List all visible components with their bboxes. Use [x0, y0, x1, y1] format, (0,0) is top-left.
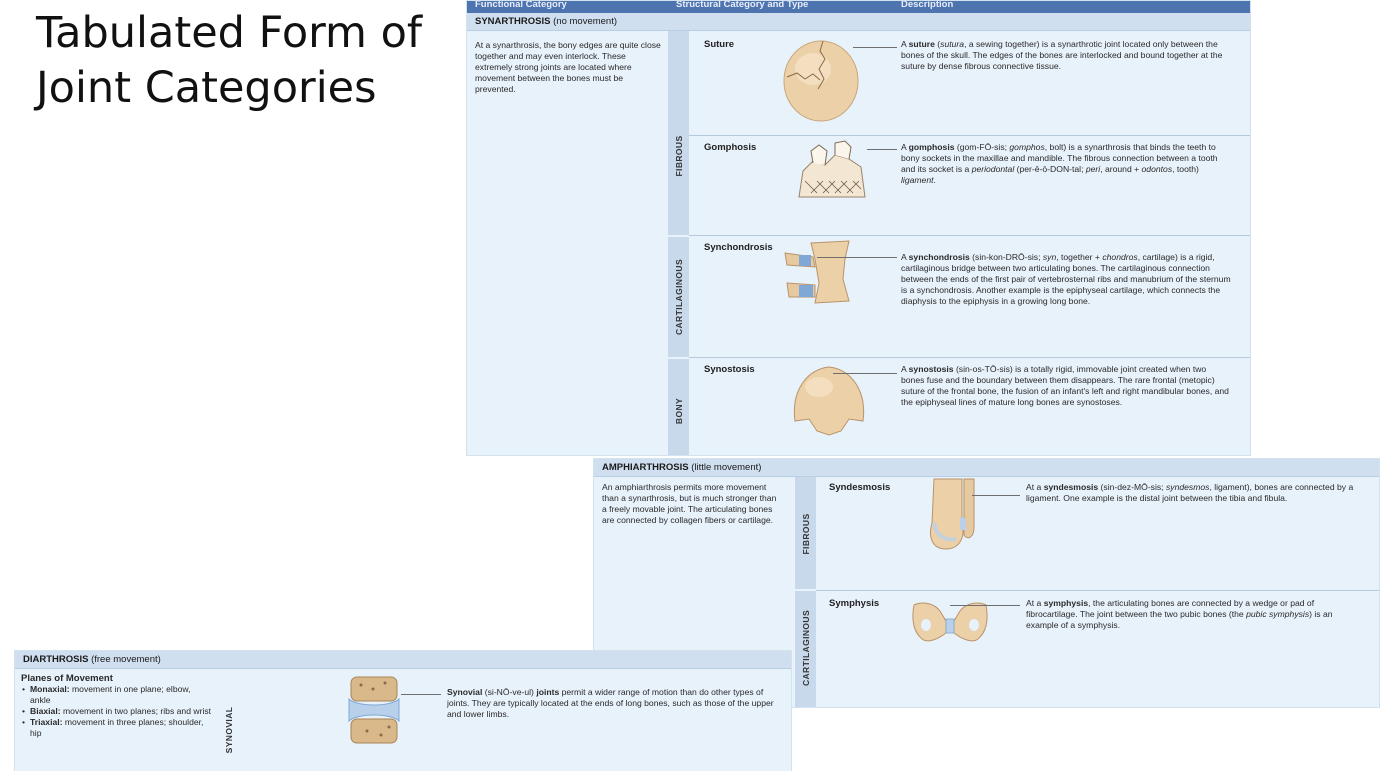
- leader-line: [950, 605, 1020, 606]
- list-item: Triaxial: movement in three planes; shou…: [21, 717, 213, 739]
- synchondrosis-description: A synchondrosis (sin-kon-DRŌ-sis; syn, t…: [901, 252, 1231, 306]
- leader-line: [853, 47, 897, 48]
- leader-line: [972, 495, 1020, 496]
- group-column-bony: [668, 359, 689, 455]
- joint-name-synostosis: Synostosis: [704, 364, 755, 375]
- table-header: Functional Category Structural Category …: [467, 1, 1250, 13]
- diarthrosis-table: DIARTHROSIS (free movement) Planes of Mo…: [14, 650, 792, 771]
- group-label-fibrous: FIBROUS: [801, 513, 811, 555]
- group-label-cartilaginous: CARTILAGINOUS: [801, 609, 811, 687]
- diarthrosis-section-bar: DIARTHROSIS (free movement): [15, 651, 791, 669]
- joint-name-symphysis: Symphysis: [829, 598, 880, 609]
- slide-title: Tabulated Form of Joint Categories: [36, 8, 423, 113]
- joint-name-synchondrosis: Synchondrosis: [704, 242, 773, 253]
- synarthrosis-summary: At a synarthrosis, the bony edges are qu…: [475, 40, 661, 94]
- group-column-fibrous: [795, 477, 816, 589]
- header-structural-category: Structural Category and Type: [676, 0, 809, 10]
- syndesmosis-description: At a syndesmosis (sin-dez-MŌ-sis; syndes…: [1026, 482, 1354, 503]
- synarthrosis-table: Functional Category Structural Category …: [466, 0, 1251, 456]
- group-column-cartilaginous: [668, 237, 689, 357]
- section-note: (no movement): [553, 16, 618, 27]
- gomphosis-description: A gomphosis (gom-FŌ-sis; gomphos, bolt) …: [901, 142, 1218, 185]
- group-label-bony: BONY: [674, 397, 684, 425]
- section-note: (little movement): [691, 462, 762, 473]
- header-description: Description: [901, 0, 954, 10]
- pelvis-symphysis-illustration: [912, 602, 988, 642]
- planes-title: Planes of Movement: [21, 673, 113, 684]
- group-label-synovial: SYNOVIAL: [224, 706, 234, 754]
- leader-line: [867, 149, 897, 150]
- frontal-bone-synostosis-illustration: [793, 366, 865, 436]
- joint-name-suture: Suture: [704, 39, 735, 50]
- synovial-joint-illustration: [348, 676, 400, 744]
- list-item: Monaxial: movement in one plane; elbow, …: [21, 684, 213, 706]
- planes-of-movement: Planes of Movement Monaxial: movement in…: [21, 673, 213, 739]
- row-divider: [816, 590, 1379, 591]
- leader-line: [401, 694, 441, 695]
- section-note: (free movement): [91, 654, 161, 665]
- row-divider: [689, 235, 1250, 236]
- section-name: AMPHIARTHROSIS: [602, 462, 689, 473]
- row-divider: [689, 135, 1250, 136]
- row-divider: [689, 357, 1250, 358]
- amphiarthrosis-summary: An amphiarthrosis permits more movement …: [602, 482, 777, 525]
- suture-description: A suture (sutura, a sewing together) is …: [901, 39, 1223, 71]
- header-functional-category: Functional Category: [475, 0, 567, 10]
- group-column-fibrous: [668, 31, 689, 235]
- leader-line: [817, 257, 897, 258]
- group-label-fibrous: FIBROUS: [674, 135, 684, 177]
- synostosis-description: A synostosis (sin-os-TŌ-sis) is a totall…: [901, 364, 1229, 407]
- joint-name-gomphosis: Gomphosis: [704, 142, 757, 153]
- symphysis-description: At a symphysis, the articulating bones a…: [1026, 598, 1333, 630]
- group-column-cartilaginous: [795, 591, 816, 707]
- skull-suture-illustration: [783, 40, 859, 122]
- synarthrosis-section-bar: SYNARTHROSIS (no movement): [467, 13, 1250, 31]
- list-item: Biaxial: movement in two planes; ribs an…: [21, 706, 213, 717]
- amphiarthrosis-section-bar: AMPHIARTHROSIS (little movement): [594, 459, 1379, 477]
- joint-name-syndesmosis: Syndesmosis: [829, 482, 891, 493]
- section-name: DIARTHROSIS: [23, 654, 89, 665]
- tooth-gomphosis-illustration: [798, 140, 866, 198]
- section-name: SYNARTHROSIS: [475, 16, 551, 27]
- group-label-cartilaginous: CARTILAGINOUS: [674, 258, 684, 336]
- synovial-description: Synovial (si-NŌ-ve-ul) joints permit a w…: [447, 687, 774, 719]
- leader-line: [833, 373, 897, 374]
- rib-synchondrosis-illustration: [784, 240, 850, 304]
- planes-list: Monaxial: movement in one plane; elbow, …: [21, 684, 213, 739]
- tibia-fibula-syndesmosis-illustration: [930, 478, 975, 550]
